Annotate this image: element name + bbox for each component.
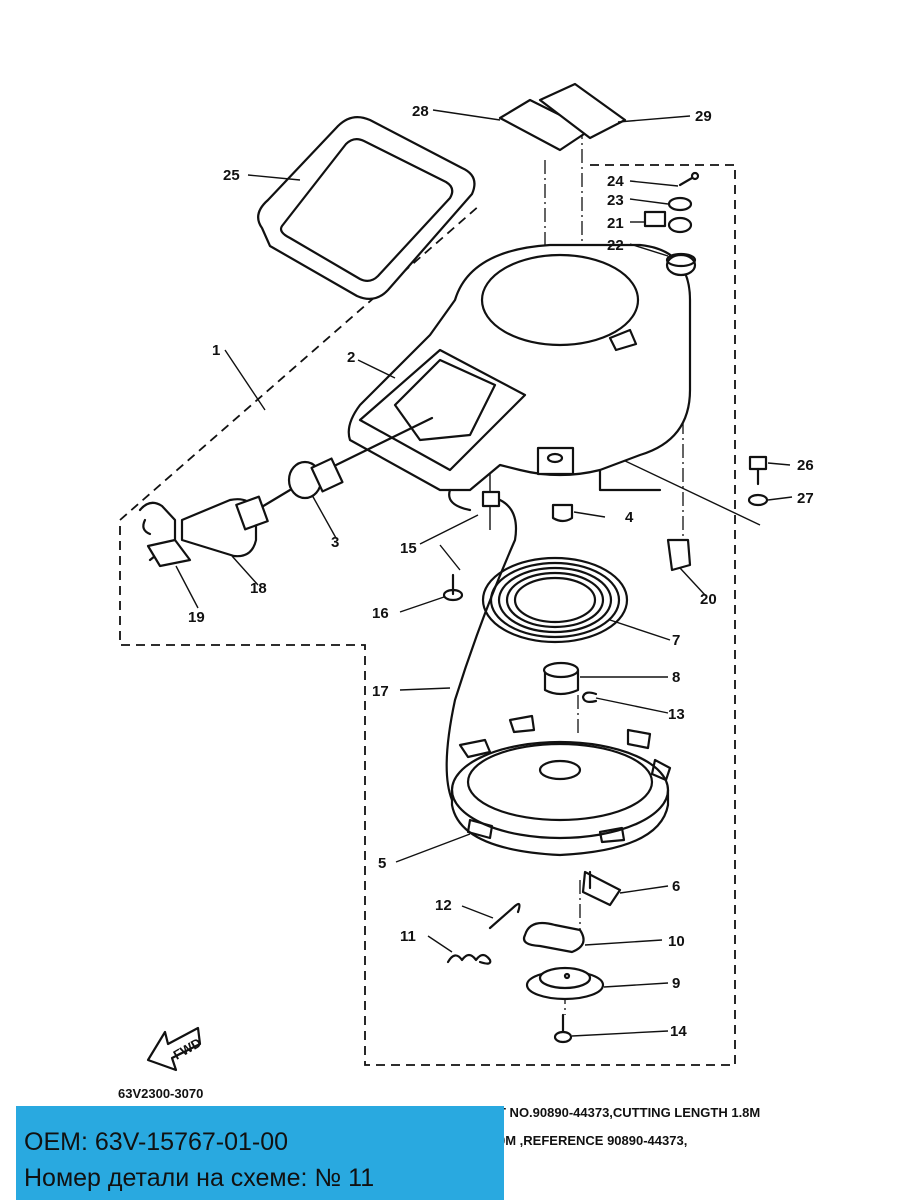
- diagram-part-number: Номер детали на схеме: № 11: [24, 1164, 375, 1192]
- spiral-spring-7: [481, 556, 629, 644]
- washer-27: [747, 493, 769, 507]
- clip-19: [138, 501, 192, 568]
- callout-18: 18: [250, 580, 267, 597]
- leader-lines: [175, 109, 793, 1037]
- callout-21: 21: [607, 215, 624, 232]
- callout-29: 29: [695, 108, 712, 125]
- drum-sheave-5: [450, 714, 672, 857]
- rope-15-17: [445, 488, 518, 802]
- callout-1: 1: [212, 342, 220, 359]
- drawing-code: 63V2300-3070: [118, 1086, 203, 1101]
- callout-25: 25: [223, 167, 240, 184]
- decal-29: [538, 82, 627, 140]
- callout-15: 15: [400, 540, 417, 557]
- cover-9: [525, 966, 605, 1001]
- return-spring-11: [446, 953, 492, 965]
- callout-14: 14: [670, 1023, 687, 1040]
- callout-28: 28: [412, 103, 429, 120]
- grip-18: [180, 495, 269, 558]
- callout-10: 10: [668, 933, 685, 950]
- callout-22: 22: [607, 237, 624, 254]
- callout-12: 12: [435, 897, 452, 914]
- callout-23: 23: [607, 192, 624, 209]
- note-line-2: 0M ,REFERENCE 90890-44373,: [498, 1133, 687, 1148]
- bolt-16: [442, 573, 464, 602]
- callout-20: 20: [700, 591, 717, 608]
- callout-19: 19: [188, 609, 205, 626]
- callout-17: 17: [372, 683, 389, 700]
- callout-labels: 28 29 25 24 23 21 22 1 2 26 27 4 3 15 18…: [188, 103, 814, 1040]
- assembly-boundary: [119, 164, 736, 1066]
- callout-5: 5: [378, 855, 386, 872]
- callout-4: 4: [625, 509, 634, 526]
- bolt-26: [748, 455, 768, 486]
- callout-7: 7: [672, 632, 680, 649]
- oem-number: OEM: 63V-15767-01-00: [24, 1128, 289, 1156]
- bushing-8: [542, 661, 580, 696]
- callout-2: 2: [347, 349, 355, 366]
- callout-8: 8: [672, 669, 680, 686]
- callout-24: 24: [607, 173, 624, 190]
- pin-12: [488, 902, 521, 930]
- circlip-13: [581, 691, 598, 703]
- small-parts-21-24: [643, 171, 700, 277]
- starter-case-2: [347, 243, 692, 492]
- part-info-panel: OEM: 63V-15767-01-00 Номер детали на схе…: [16, 1106, 504, 1200]
- callout-9: 9: [672, 975, 680, 992]
- part-20: [666, 538, 692, 572]
- note-line-1: T NO.90890-44373,CUTTING LENGTH 1.8M: [498, 1105, 760, 1120]
- callout-6: 6: [672, 878, 680, 895]
- callout-11: 11: [400, 928, 416, 945]
- callout-16: 16: [372, 605, 389, 622]
- callout-27: 27: [797, 490, 814, 507]
- plate-10: [522, 921, 585, 954]
- callout-3: 3: [331, 534, 339, 551]
- nut-4: [551, 503, 574, 523]
- callout-26: 26: [797, 457, 814, 474]
- gasket-25: [257, 115, 476, 301]
- fwd-arrow-icon: FWD: [146, 1026, 204, 1072]
- callout-13: 13: [668, 706, 685, 723]
- handle-3: [258, 416, 434, 510]
- pawl-6: [581, 870, 622, 907]
- bolt-14: [553, 1013, 573, 1044]
